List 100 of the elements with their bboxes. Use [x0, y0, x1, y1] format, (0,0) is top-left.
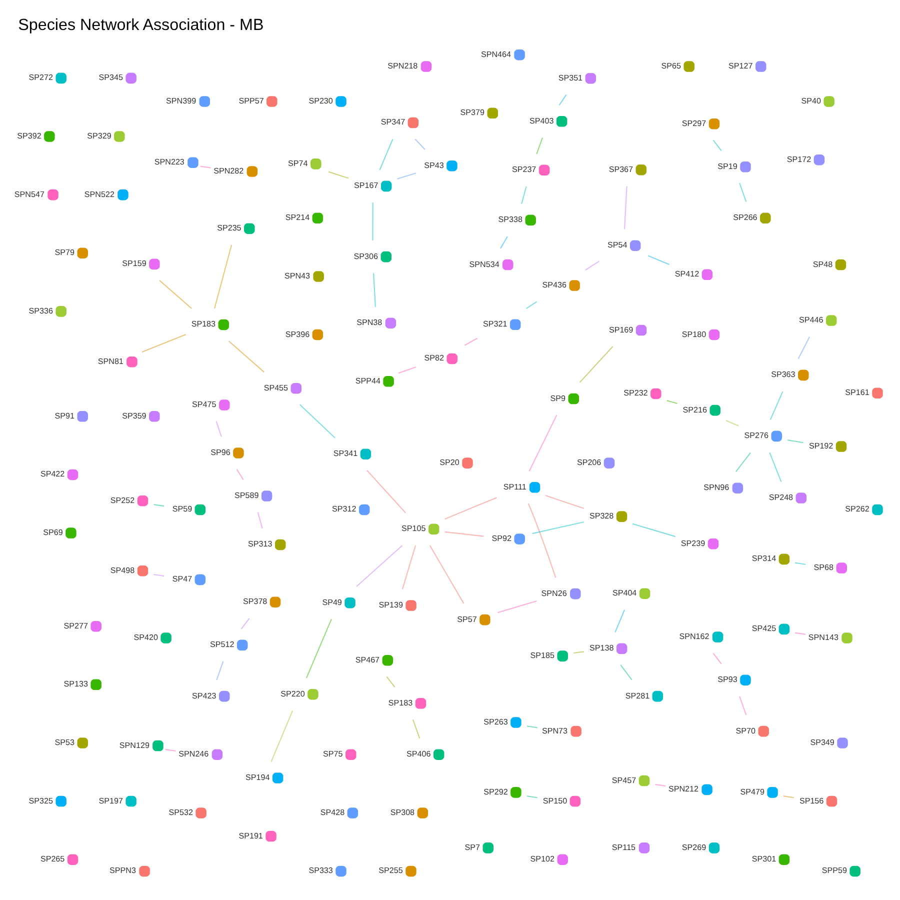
node-label: SP467: [355, 654, 380, 664]
node-label: SP276: [744, 430, 769, 440]
node-label: SPN26: [541, 588, 567, 598]
node-label: SP308: [390, 807, 415, 816]
node-label: SP69: [43, 528, 63, 537]
node-label: SP65: [661, 60, 682, 70]
node-label: SP292: [484, 786, 508, 796]
node-label: SP367: [608, 164, 634, 174]
node-label: SP169: [608, 324, 634, 334]
node-label: SP479: [740, 786, 764, 796]
node-label: SPN218: [388, 60, 418, 70]
node-label: SP156: [799, 796, 824, 805]
node-label: SP412: [674, 269, 700, 278]
node-label: SPN143: [808, 632, 838, 642]
node-label: SP138: [590, 643, 614, 652]
node-label: SP220: [280, 688, 305, 698]
node-label: SPN81: [98, 356, 124, 366]
node-label: SP197: [98, 796, 123, 805]
node-label: SP79: [54, 248, 75, 257]
node-label: SP312: [332, 504, 356, 514]
node-label: SP532: [168, 807, 193, 816]
node-label: SP167: [354, 180, 378, 190]
node-label: SP7: [464, 842, 480, 852]
node-label: SP237: [512, 164, 536, 174]
node-label: SP512: [210, 640, 234, 649]
node-label: SP325: [28, 796, 54, 805]
node-label: SP235: [217, 223, 242, 232]
node-label: SP105: [402, 524, 426, 533]
node-label: SPP59: [822, 866, 847, 875]
node-label: SPN212: [668, 784, 698, 794]
node-label: SP266: [733, 212, 758, 222]
node-label: SP102: [530, 854, 555, 864]
node-label: SP216: [682, 404, 708, 414]
node-label: SPN43: [284, 270, 310, 280]
node-label: SP159: [122, 258, 146, 268]
node-label: SP19: [718, 161, 738, 170]
node-label: SP82: [424, 353, 444, 362]
node-label: SP248: [768, 492, 794, 502]
node-label: SPN73: [542, 726, 568, 735]
node-label: SP404: [612, 588, 637, 598]
node-label: SP49: [322, 597, 342, 606]
node-label: SP498: [110, 565, 135, 574]
node-label: SP396: [285, 329, 310, 338]
node-label: SP43: [424, 160, 444, 170]
node-label: SP252: [110, 495, 135, 504]
node-label: SP269: [682, 842, 706, 852]
node-label: SP194: [246, 772, 270, 782]
node-label: SP345: [98, 72, 123, 82]
node-label: SP328: [589, 511, 614, 520]
node-label: SP378: [242, 596, 268, 606]
node-label: SP329: [87, 130, 112, 140]
node-label: SP133: [64, 679, 88, 688]
node-label: SP139: [378, 600, 403, 610]
node-label: SP180: [682, 329, 706, 338]
node-label: SPN534: [469, 259, 500, 268]
node-label: SP349: [810, 737, 834, 746]
node-label: SP423: [192, 690, 216, 700]
node-label: SP127: [728, 60, 753, 70]
node-label: SP92: [492, 533, 512, 542]
node-label: SP281: [625, 690, 650, 700]
node-label: SP475: [192, 400, 216, 409]
node-label: SP74: [288, 158, 308, 168]
node-label: SP314: [752, 554, 776, 563]
node-label: SP59: [172, 504, 192, 514]
node-label: SPPN3: [110, 866, 136, 875]
node-label: SPN129: [119, 740, 150, 750]
node-label: SP436: [542, 280, 566, 290]
node-label: SP589: [234, 490, 259, 500]
node-label: SP214: [285, 212, 310, 222]
node-label: SP263: [484, 716, 508, 726]
node-label: SP265: [40, 854, 65, 864]
node-label: SP115: [612, 842, 636, 852]
node-label: SP420: [134, 632, 158, 642]
node-label: SP338: [498, 214, 523, 224]
node-label: SP403: [530, 116, 554, 125]
node-label: SP277: [64, 620, 88, 630]
node-label: SPN522: [84, 189, 114, 198]
node-label: SPN246: [178, 749, 209, 758]
node-label: SPP57: [238, 96, 264, 105]
node-label: SP185: [530, 650, 555, 660]
node-label: SP306: [354, 251, 378, 260]
node-label: SP359: [122, 410, 146, 420]
node-label: SPN162: [679, 632, 710, 641]
node-label: SP20: [440, 458, 460, 467]
node-label: SP347: [380, 117, 406, 126]
node-label: SP446: [799, 314, 824, 324]
node-label: SP232: [624, 388, 648, 398]
node-label: SP70: [736, 726, 756, 735]
node-label: SP422: [40, 469, 65, 478]
node-label: SP333: [308, 866, 333, 875]
node-label: SP75: [323, 749, 343, 758]
node-label: SP68: [814, 562, 834, 572]
node-label: SPN399: [166, 96, 196, 105]
node-label: SP54: [608, 240, 628, 250]
node-label: SP363: [771, 370, 796, 379]
node-label: SP297: [682, 118, 706, 128]
node-label: SP192: [808, 441, 834, 450]
node-label: SP150: [542, 796, 568, 805]
diagram-title: Species Network Association - MB: [18, 16, 264, 34]
node-label: SPN96: [704, 482, 730, 492]
